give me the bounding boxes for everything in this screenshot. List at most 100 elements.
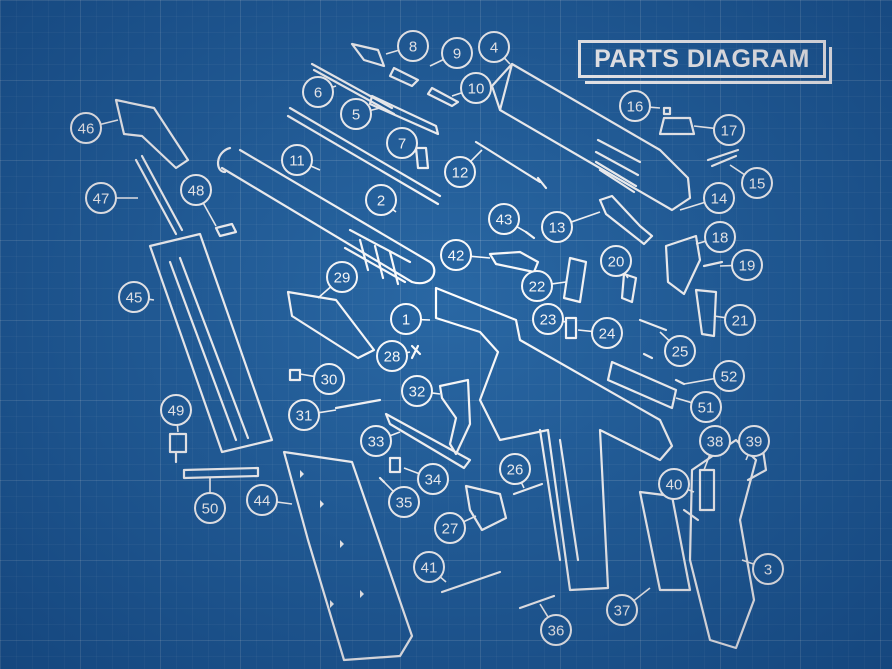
callout-42: 42 bbox=[440, 239, 472, 271]
callout-circle bbox=[703, 182, 735, 214]
callout-2: 2 bbox=[365, 184, 397, 216]
leader-line-4 bbox=[503, 57, 511, 65]
callout-circle bbox=[658, 468, 690, 500]
callout-circle bbox=[376, 340, 408, 372]
callout-number: 13 bbox=[549, 220, 566, 237]
callout-circle bbox=[386, 127, 418, 159]
callout-circle bbox=[365, 184, 397, 216]
callout-circle bbox=[401, 375, 433, 407]
callout-number: 34 bbox=[425, 472, 442, 489]
callout-circle bbox=[397, 30, 429, 62]
callout-number: 7 bbox=[398, 136, 406, 153]
callout-circle bbox=[731, 249, 763, 281]
callout-circle bbox=[690, 391, 722, 423]
leader-line-40 bbox=[687, 488, 695, 493]
callout-circle bbox=[326, 261, 358, 293]
callout-number: 24 bbox=[599, 326, 616, 343]
callout-13: 13 bbox=[541, 211, 573, 243]
callout-number: 12 bbox=[452, 165, 469, 182]
callout-circle bbox=[440, 239, 472, 271]
callout-number: 10 bbox=[468, 81, 485, 98]
leader-line-32 bbox=[431, 392, 441, 395]
callout-circle bbox=[180, 174, 212, 206]
diagram-title: PARTS DIAGRAM bbox=[578, 40, 832, 84]
leader-line-17 bbox=[693, 125, 715, 130]
leader-lines bbox=[100, 49, 755, 618]
callout-17: 17 bbox=[713, 114, 745, 146]
callout-40: 40 bbox=[658, 468, 690, 500]
callout-6: 6 bbox=[302, 76, 334, 108]
callout-number: 33 bbox=[368, 434, 385, 451]
callout-number: 40 bbox=[666, 477, 683, 494]
callout-51: 51 bbox=[690, 391, 722, 423]
leader-line-10 bbox=[451, 91, 463, 97]
callout-circle bbox=[713, 360, 745, 392]
leader-line-3 bbox=[741, 559, 755, 565]
callout-26: 26 bbox=[499, 453, 531, 485]
callout-circle bbox=[738, 425, 770, 457]
callout-number: 41 bbox=[421, 560, 438, 577]
callout-circle bbox=[540, 614, 572, 646]
callout-number: 28 bbox=[384, 349, 401, 366]
callout-circle bbox=[499, 453, 531, 485]
callout-14: 14 bbox=[703, 182, 735, 214]
callout-circle bbox=[85, 182, 117, 214]
leader-line-27 bbox=[463, 515, 477, 523]
callout-circle bbox=[606, 594, 638, 626]
leader-line-38 bbox=[703, 454, 711, 471]
leader-line-26 bbox=[520, 482, 525, 489]
callout-number: 23 bbox=[540, 312, 557, 329]
leader-line-22 bbox=[551, 281, 567, 285]
leader-line-24 bbox=[577, 329, 593, 333]
leader-line-16 bbox=[649, 106, 661, 109]
callout-number: 29 bbox=[334, 270, 351, 287]
callout-48: 48 bbox=[180, 174, 212, 206]
callout-number: 37 bbox=[614, 603, 631, 620]
callout-30: 30 bbox=[313, 363, 345, 395]
callout-35: 35 bbox=[388, 486, 420, 518]
callout-number: 30 bbox=[321, 372, 338, 389]
callout-27: 27 bbox=[434, 512, 466, 544]
callout-circle bbox=[281, 144, 313, 176]
callout-circle bbox=[600, 245, 632, 277]
callout-50: 50 bbox=[194, 492, 226, 524]
callout-20: 20 bbox=[600, 245, 632, 277]
callout-4: 4 bbox=[478, 31, 510, 63]
callout-28: 28 bbox=[376, 340, 408, 372]
callout-15: 15 bbox=[741, 167, 773, 199]
callout-number: 6 bbox=[314, 85, 322, 102]
leader-line-52 bbox=[683, 377, 715, 385]
callout-circle bbox=[619, 90, 651, 122]
callout-number: 36 bbox=[548, 623, 565, 640]
callout-34: 34 bbox=[417, 463, 449, 495]
leader-line-43 bbox=[516, 225, 527, 233]
callout-number: 2 bbox=[377, 193, 385, 210]
callout-number: 32 bbox=[409, 384, 426, 401]
callout-29: 29 bbox=[326, 261, 358, 293]
callout-circle bbox=[591, 317, 623, 349]
callout-number: 49 bbox=[168, 403, 185, 420]
callout-33: 33 bbox=[360, 425, 392, 457]
callout-number: 20 bbox=[608, 254, 625, 271]
part-frame bbox=[434, 286, 674, 592]
callout-number: 44 bbox=[254, 493, 271, 510]
leader-line-42 bbox=[470, 255, 491, 259]
callout-circle bbox=[752, 553, 784, 585]
part-recoil-spring bbox=[286, 106, 442, 206]
callout-number: 38 bbox=[707, 434, 724, 451]
callout-52: 52 bbox=[713, 360, 745, 392]
callout-12: 12 bbox=[444, 156, 476, 188]
leader-line-34 bbox=[403, 467, 420, 475]
callout-25: 25 bbox=[664, 335, 696, 367]
callout-circle bbox=[160, 394, 192, 426]
leader-line-30 bbox=[299, 373, 315, 378]
callout-32: 32 bbox=[401, 375, 433, 407]
callout-45: 45 bbox=[118, 281, 150, 313]
leader-line-12 bbox=[470, 149, 483, 162]
leader-line-48 bbox=[202, 202, 217, 227]
callout-number: 14 bbox=[711, 191, 728, 208]
callout-3: 3 bbox=[752, 553, 784, 585]
callout-38: 38 bbox=[699, 425, 731, 457]
callout-5: 5 bbox=[340, 98, 372, 130]
parts-artwork bbox=[114, 42, 768, 662]
